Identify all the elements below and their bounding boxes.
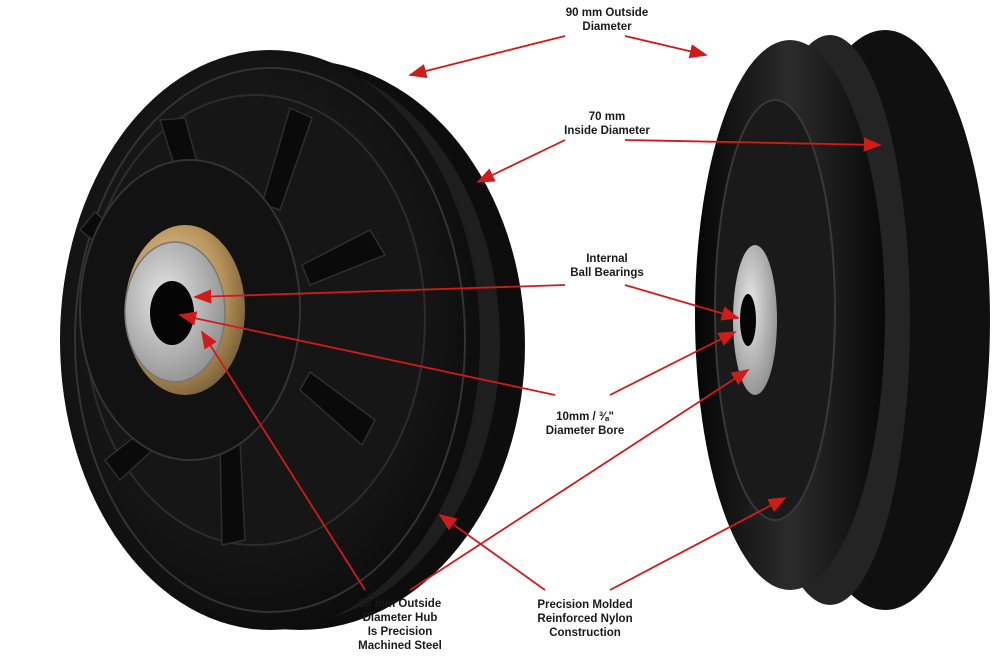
label-inside-diameter: 70 mm Inside Diameter [552, 110, 662, 138]
label-nylon-line3: Construction [549, 627, 621, 639]
label-nylon-line2: Reinforced Nylon [537, 613, 633, 625]
arrow-bearing-left [193, 284, 566, 304]
label-ball-bearings-line1: Internal [586, 253, 628, 265]
callout-arrows [178, 35, 882, 591]
label-bore-line1: 10mm / ⅜" [556, 411, 614, 423]
label-ball-bearings: Internal Ball Bearings [552, 252, 662, 280]
arrow-nylon-left [438, 513, 546, 591]
label-outside-diameter: 90 mm Outside Diameter [552, 6, 662, 34]
bore-hole [150, 281, 194, 345]
side-pulley [695, 30, 990, 610]
front-pulley [60, 50, 525, 630]
label-outside-diameter-line2: Diameter [582, 21, 632, 33]
label-hub-line2: Diameter Hub [362, 612, 438, 624]
side-pulley-bore [740, 294, 756, 346]
label-ball-bearings-line2: Ball Bearings [570, 267, 644, 279]
label-nylon: Precision Molded Reinforced Nylon Constr… [525, 598, 645, 640]
label-hub-line4: Machined Steel [358, 640, 442, 652]
arrow-bearing-right [624, 284, 740, 321]
arrow-hub-left [201, 330, 366, 591]
label-inside-diameter-line2: Inside Diameter [564, 125, 650, 137]
label-hub-line1: 20 mm Outside [358, 598, 442, 610]
label-inside-diameter-line1: 70 mm [588, 111, 626, 123]
label-bore: 10mm / ⅜" Diameter Bore [530, 410, 640, 438]
arrow-bore-left [178, 311, 556, 396]
label-nylon-line1: Precision Molded [537, 599, 633, 611]
label-hub: 20 mm Outside Diameter Hub Is Precision … [340, 597, 460, 653]
arrow-nylon-right [609, 497, 787, 591]
front-pulley-rim-line [74, 67, 466, 613]
arrow-inside-left [476, 139, 566, 183]
arrow-outside-left [408, 35, 566, 79]
arrow-bore-right [609, 331, 737, 396]
label-hub-line3: Is Precision [367, 626, 433, 638]
label-outside-diameter-line1: 90 mm Outside [565, 7, 649, 19]
arrow-hub-right [409, 369, 750, 591]
arrow-inside-right [624, 137, 882, 152]
arrow-outside-right [624, 35, 708, 59]
label-bore-line2: Diameter Bore [545, 425, 625, 437]
